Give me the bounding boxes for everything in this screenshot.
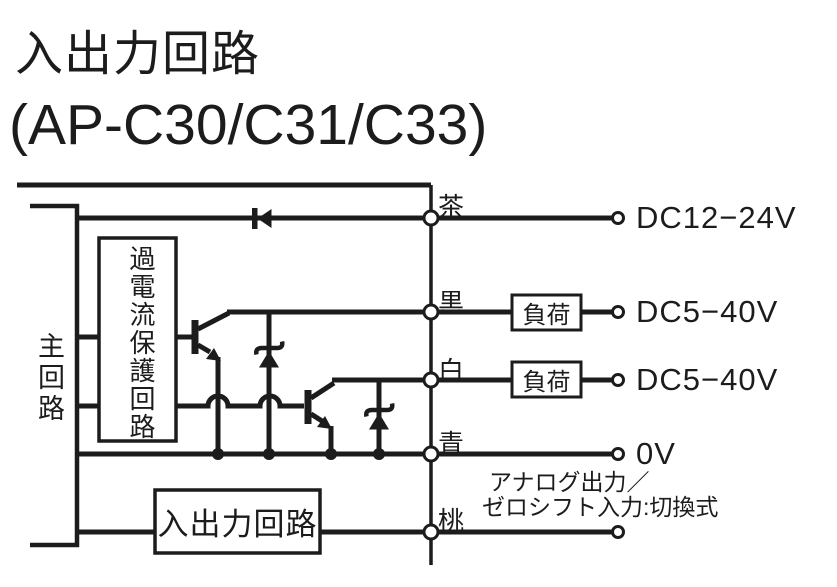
terminal-label-blue: 0V <box>636 436 676 471</box>
terminal-circle-black <box>611 305 625 319</box>
page-title: 入出力回路 <box>15 28 261 81</box>
wire-label-blue: 青 <box>438 429 465 459</box>
connector-circle-black <box>422 303 440 321</box>
terminal-circle-brown <box>611 211 625 225</box>
page-subtitle: (AP-C30/C31/C33) <box>9 93 488 157</box>
terminal-circle-white <box>611 373 625 387</box>
main-circuit-bracket <box>30 203 80 548</box>
pink-annotation-line2: ゼロシフト入力:切換式 <box>482 494 719 520</box>
connector-circle-blue <box>422 445 440 463</box>
junction-dot <box>212 448 224 460</box>
io-circuit-label: 入出力回路 <box>157 507 318 542</box>
main-circuit-label: 主回路 <box>34 332 64 425</box>
wire-label-pink: 桃 <box>438 506 465 536</box>
npn-transistor-2-icon <box>304 380 336 429</box>
pink-annotation-line1: アナログ出力／ <box>489 469 650 495</box>
connector-circle-white <box>422 371 440 389</box>
terminal-circle-pink <box>611 525 625 539</box>
connector-circle-pink <box>422 523 440 541</box>
overcurrent-protection-label: 過電流保護回路 <box>126 245 156 441</box>
terminal-circle-blue <box>611 447 625 461</box>
terminal-label-brown: DC12−24V <box>636 200 797 235</box>
zener-diode-1-icon <box>254 340 285 368</box>
npn-transistor-1-icon <box>191 310 231 361</box>
load-box-2 <box>510 360 583 399</box>
connector-circle-brown <box>422 209 440 227</box>
terminal-label-white: DC5−40V <box>636 362 779 397</box>
wire-label-white: 白 <box>438 356 465 386</box>
zener-diode-2-icon <box>364 402 395 430</box>
wire-label-black: 黒 <box>438 288 465 318</box>
junction-dot <box>373 448 385 460</box>
base-wire-2-with-hops <box>77 393 304 409</box>
load-label-white: 負荷 <box>522 369 571 396</box>
protection-diode-icon <box>252 208 272 229</box>
terminal-label-black: DC5−40V <box>636 294 779 329</box>
junction-dot <box>263 448 275 460</box>
load-label-black: 負荷 <box>522 302 571 329</box>
junction-dot <box>325 448 337 460</box>
load-box-1 <box>510 293 583 332</box>
overcurrent-protection-box <box>97 236 178 443</box>
wire-label-brown: 茶 <box>438 192 465 222</box>
io-circuit-box <box>153 488 322 555</box>
